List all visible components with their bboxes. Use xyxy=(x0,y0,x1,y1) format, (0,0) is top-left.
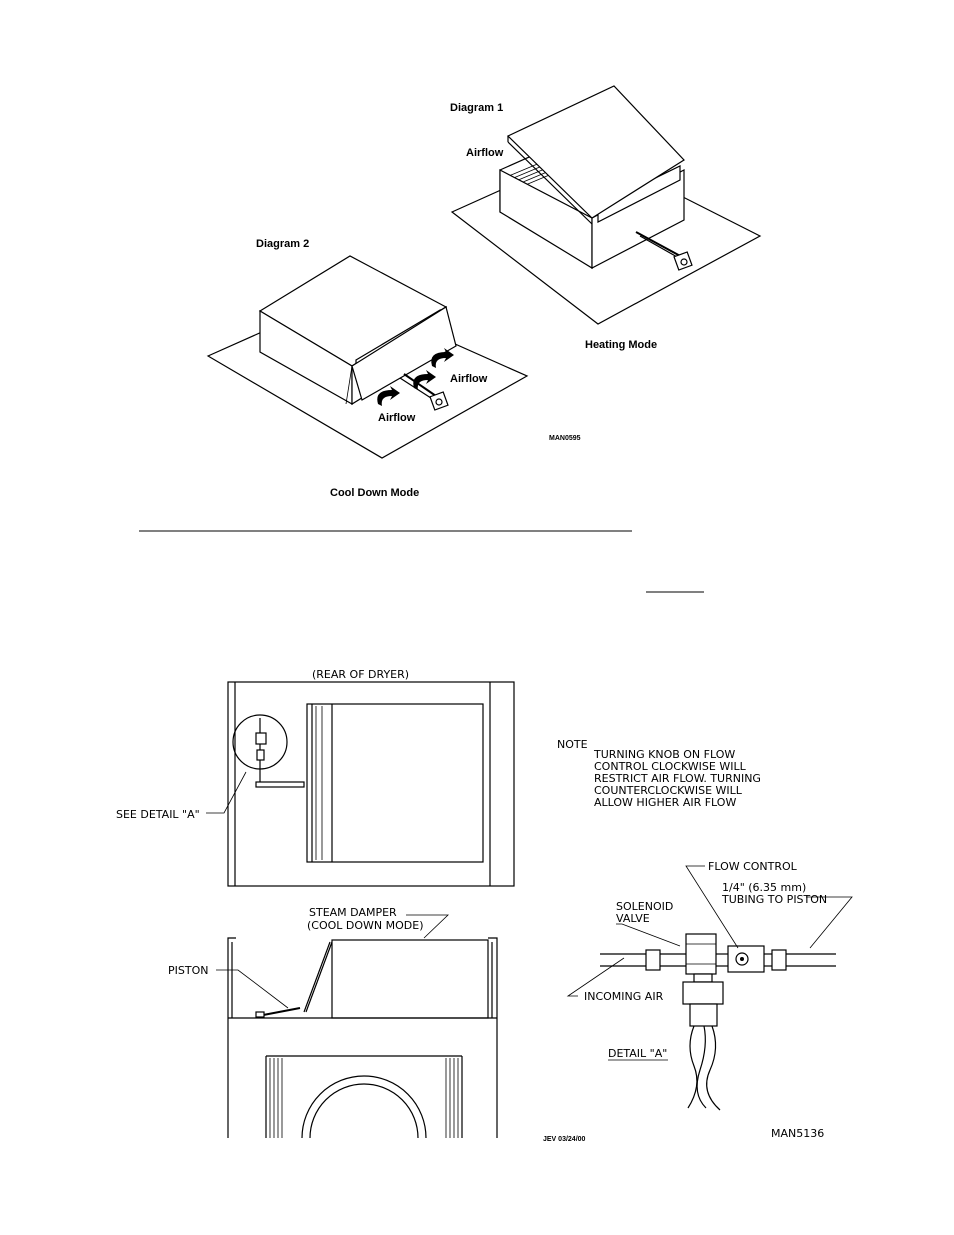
note-title: NOTE xyxy=(557,738,588,751)
diagram2-airflow-label-right: Airflow xyxy=(450,373,488,385)
diagram1-title: Diagram 1 xyxy=(450,102,503,114)
solenoid-label: SOLENOID xyxy=(616,900,673,913)
rear-of-dryer-title: (REAR OF DRYER) xyxy=(312,668,409,681)
flow-control-label: FLOW CONTROL xyxy=(708,860,798,873)
side-view-drawing xyxy=(216,914,498,1139)
diagram2-drawing xyxy=(206,255,529,459)
note-line-3: RESTRICT AIR FLOW. TURNING xyxy=(594,772,761,785)
note-line-2: CONTROL CLOCKWISE WILL xyxy=(594,760,747,773)
detail-a-drawing xyxy=(566,865,853,1111)
tubing-to-piston-label: TUBING TO PISTON xyxy=(721,893,827,906)
diagram2-airflow-label-left: Airflow xyxy=(378,412,416,424)
detail-a-label: DETAIL "A" xyxy=(608,1047,667,1060)
diagram2-title: Diagram 2 xyxy=(256,238,309,250)
incoming-air-label: INCOMING AIR xyxy=(584,990,664,1003)
see-detail-label: SEE DETAIL "A" xyxy=(116,808,200,821)
diagram1-mode-label: Heating Mode xyxy=(585,339,657,351)
diagram1-drawing xyxy=(450,85,762,325)
note-line-1: TURNING KNOB ON FLOW xyxy=(593,748,735,761)
diagram2-mode-label: Cool Down Mode xyxy=(330,487,419,499)
tubing-size-label: 1/4" (6.35 mm) xyxy=(722,881,806,894)
steam-damper-label: STEAM DAMPER xyxy=(309,906,397,919)
steam-damper-mode-label: (COOL DOWN MODE) xyxy=(307,919,424,932)
note-line-5: ALLOW HIGHER AIR FLOW xyxy=(594,796,736,809)
diagram1-airflow-label: Airflow xyxy=(466,147,504,159)
valve-label: VALVE xyxy=(616,912,650,925)
rear-of-dryer-drawing xyxy=(206,681,515,887)
top-drawing-code: MAN0595 xyxy=(549,435,581,442)
bottom-drawing-code: MAN5136 xyxy=(771,1127,824,1140)
drawn-by-label: JEV 03/24/00 xyxy=(543,1136,586,1143)
note-line-4: COUNTERCLOCKWISE WILL xyxy=(594,784,743,797)
piston-label: PISTON xyxy=(168,964,208,977)
